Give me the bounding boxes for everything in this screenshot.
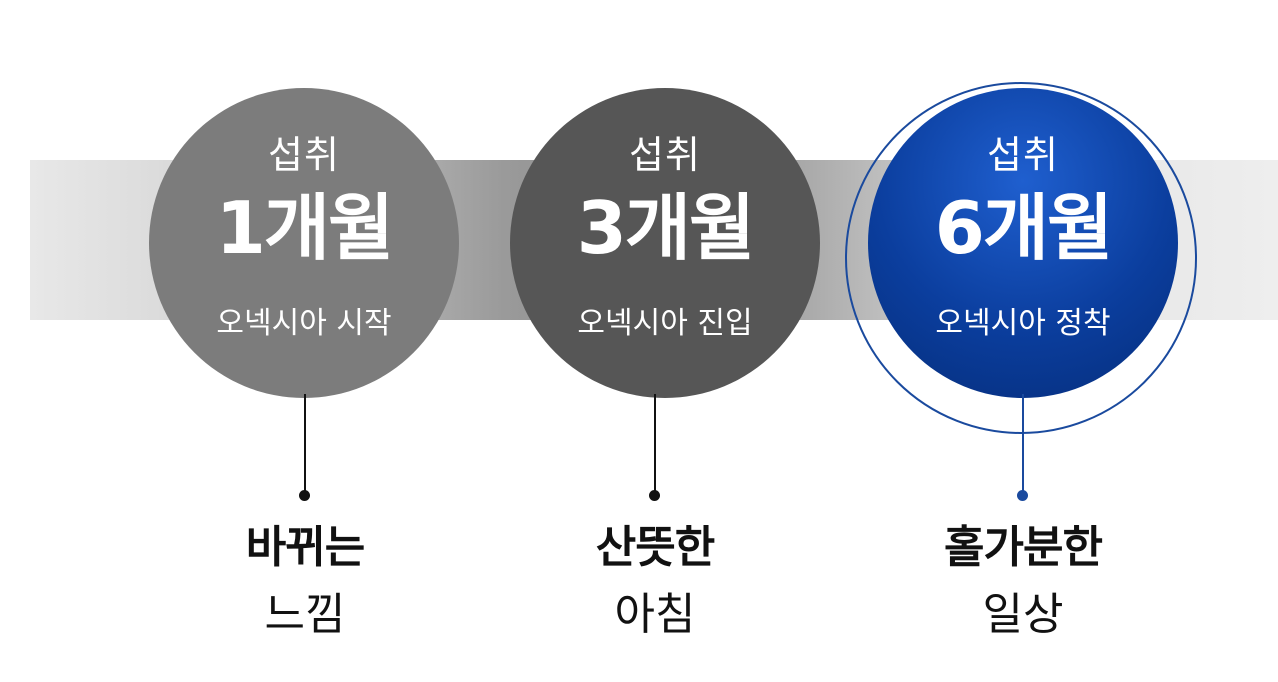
connector-line-1 (304, 394, 306, 494)
stage-top-label: 섭취 (987, 133, 1059, 177)
connector-line-3 (1022, 394, 1024, 494)
highlight-ring (845, 82, 1197, 434)
stage-label-bold: 산뜻한 (595, 522, 715, 573)
stage-label-bold: 홀가분한 (944, 522, 1103, 573)
stage-label-2: 산뜻한 아침 (525, 522, 785, 642)
stage-label-light: 느낌 (264, 588, 346, 640)
stage-top-label: 섭취 (268, 133, 340, 177)
stage-label-light: 일상 (982, 588, 1064, 640)
connector-dot-3 (1017, 490, 1028, 501)
stage-subtitle: 오넥시아 시작 (216, 306, 392, 341)
connector-line-2 (654, 394, 656, 494)
connector-dot-2 (649, 490, 660, 501)
stage-label-1: 바뀌는 느낌 (175, 522, 435, 642)
stage-duration: 3개월 (576, 186, 756, 270)
stage-label-light: 아침 (614, 588, 696, 640)
stage-duration: 1개월 (215, 186, 395, 270)
stage-subtitle: 오넥시아 진입 (577, 306, 753, 341)
connector-dot-1 (299, 490, 310, 501)
stage-circle-3: 섭취 6개월 오넥시아 정착 (868, 88, 1178, 398)
stage-top-label: 섭취 (629, 133, 701, 177)
stage-label-bold: 바뀌는 (245, 522, 365, 573)
stage-duration: 6개월 (934, 186, 1114, 270)
stage-circle-2: 섭취 3개월 오넥시아 진입 (510, 88, 820, 398)
stage-subtitle: 오넥시아 정착 (935, 306, 1111, 341)
stage-label-3: 홀가분한 일상 (893, 522, 1153, 642)
stage-circle-1: 섭취 1개월 오넥시아 시작 (149, 88, 459, 398)
